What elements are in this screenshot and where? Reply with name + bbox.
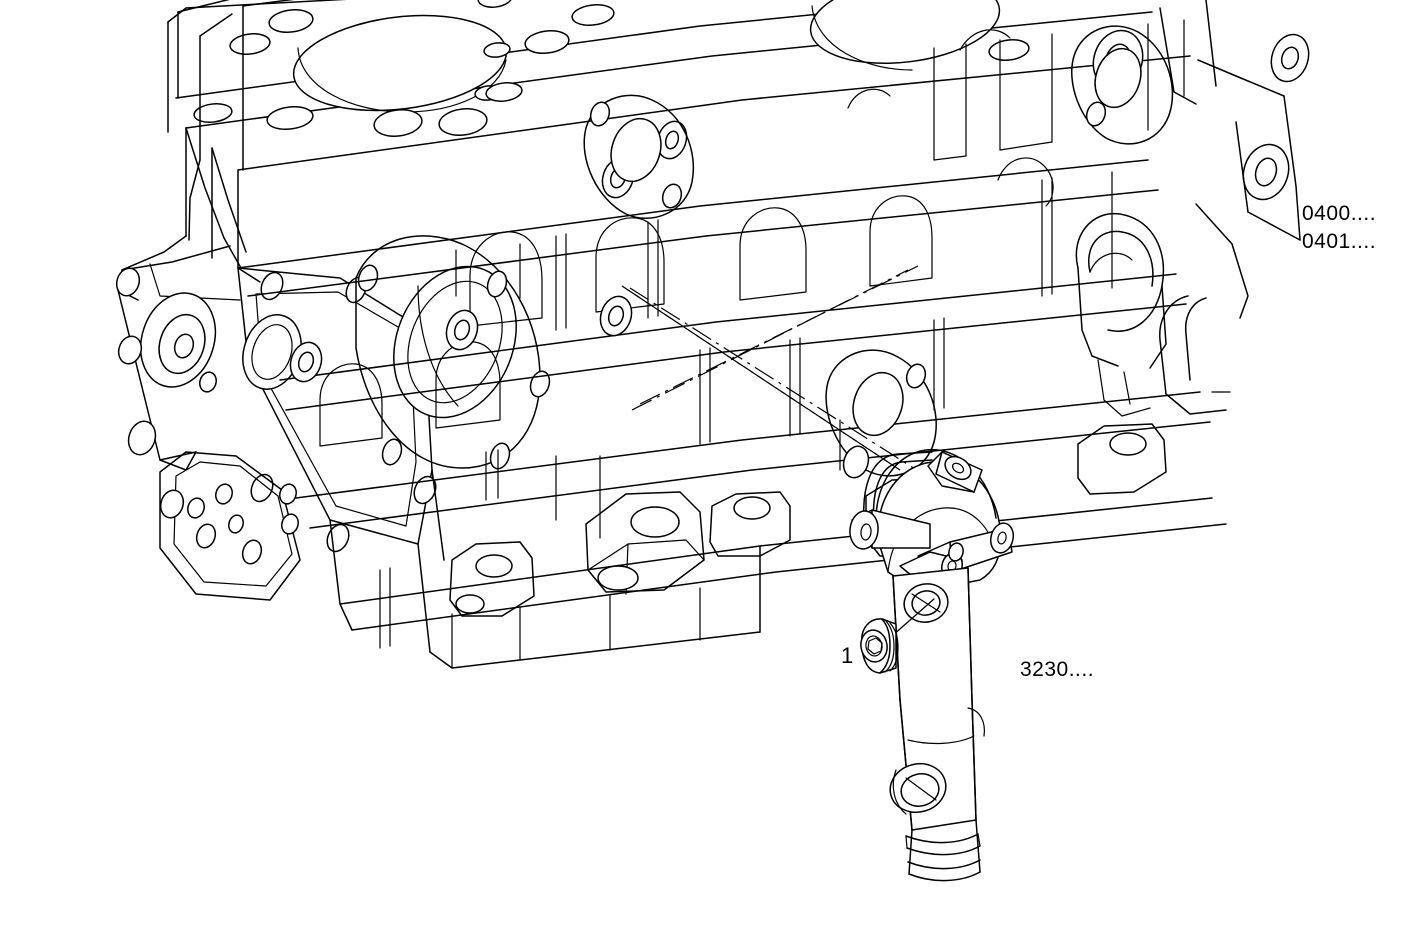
part-group-label-0401: 0401.... bbox=[1302, 230, 1377, 253]
item-callout-1: 1 bbox=[841, 643, 854, 668]
block-bottom-skirt bbox=[429, 545, 761, 669]
screw-plug bbox=[860, 598, 935, 674]
coolant-pipe bbox=[889, 567, 985, 882]
assembly-centre-lines bbox=[621, 265, 927, 477]
block-upper-right-detail bbox=[933, 0, 1217, 161]
block-front-face bbox=[115, 235, 551, 601]
block-coolant-gallery bbox=[1075, 59, 1301, 417]
coolant-pipe-assembly bbox=[849, 449, 1015, 882]
block-lower-pads bbox=[449, 423, 1167, 617]
block-mounting-flanges bbox=[583, 25, 1174, 479]
block-deck-face bbox=[167, 0, 1191, 171]
thermostat-housing bbox=[849, 449, 1015, 593]
cylinder-block bbox=[115, 0, 1310, 669]
part-group-label-3230: 3230.... bbox=[1020, 658, 1095, 681]
part-group-label-0400: 0400.... bbox=[1302, 202, 1377, 225]
